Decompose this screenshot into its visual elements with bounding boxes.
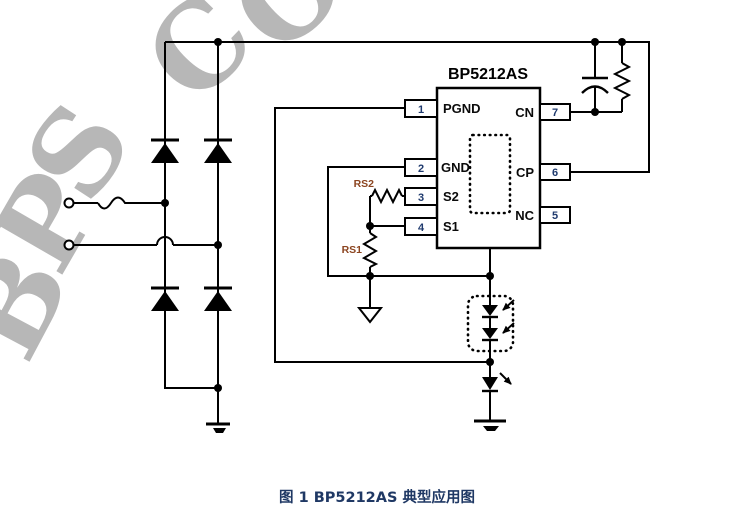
pin-5-label: NC — [515, 208, 534, 223]
wire-pgnd-loop — [274, 107, 490, 363]
pin-2: 2 GND — [404, 158, 470, 177]
pin-1-label: PGND — [443, 101, 481, 116]
pin-1: 1 PGND — [404, 99, 481, 118]
pin-4-label: S1 — [443, 219, 459, 234]
wire-gnd-loop — [327, 166, 490, 277]
pin-7-number: 7 — [552, 107, 558, 119]
wire-top-rail-to-cp — [165, 41, 650, 173]
input-terminal-1 — [63, 197, 75, 209]
pin-6-number: 6 — [552, 167, 558, 179]
pin-5: 5 NC — [515, 206, 571, 224]
bridge-rectifier — [151, 138, 232, 311]
ic-title: BP5212AS — [448, 66, 528, 83]
fuse — [97, 196, 165, 210]
wire-hop — [156, 236, 174, 246]
led-2 — [482, 322, 515, 342]
bridge-diode-bottom-right — [204, 286, 232, 311]
earth-ground-bridge-icon — [206, 422, 230, 433]
pin-5-number: 5 — [552, 210, 558, 222]
junction-dots — [161, 38, 626, 392]
led-optional-dashed-box — [466, 294, 515, 353]
rs2-label: RS2 — [354, 178, 375, 190]
ic-internal-block — [468, 133, 512, 215]
led-string — [466, 294, 515, 393]
pin-6-label: CP — [516, 165, 534, 180]
bridge-diode-top-right — [204, 138, 232, 163]
ac-input-terminals — [63, 197, 75, 251]
pin-2-label: GND — [441, 160, 470, 175]
signal-ground-icon — [356, 307, 384, 324]
pin-1-number: 1 — [418, 104, 424, 116]
wires — [73, 41, 650, 423]
led-2-arrow-icon — [502, 322, 515, 334]
pin-3-label: S2 — [443, 189, 459, 204]
capacitor — [581, 76, 609, 94]
ic-bp5212as: BP5212AS 1 PGND 2 GND 3 S2 4 S1 — [404, 66, 571, 250]
led-3 — [482, 372, 512, 393]
pin-4: 4 S1 — [404, 217, 459, 236]
grounds — [206, 307, 506, 433]
pin-2-number: 2 — [418, 163, 424, 175]
pin-4-number: 4 — [418, 222, 425, 234]
resistor-cn — [612, 62, 632, 100]
sense-resistor-network: RS2 RS1 — [342, 178, 403, 268]
rs1-label: RS1 — [342, 244, 363, 256]
pin-6: 6 CP — [516, 163, 571, 181]
pin-3-number: 3 — [418, 192, 424, 204]
led-1-arrow-icon — [502, 299, 515, 311]
pin-3: 3 S2 — [404, 187, 459, 206]
pin-7-label: CN — [515, 105, 534, 120]
bridge-diode-bottom-left — [151, 286, 179, 311]
input-terminal-2 — [63, 239, 75, 251]
led-1 — [482, 299, 515, 319]
figure-caption: 图 1 BP5212AS 典型应用图 — [279, 490, 475, 506]
circuit-diagram: RS2 RS1 BP5212AS 1 PGND 2 GND 3 S2 — [63, 38, 650, 433]
cn-filter — [581, 62, 632, 100]
wire-bridge-left-column — [164, 42, 218, 389]
resistor-rs1 — [361, 232, 379, 268]
led-3-arrow-icon — [499, 372, 512, 385]
bridge-diode-top-left — [151, 138, 179, 163]
earth-ground-led-icon — [474, 419, 506, 431]
ic-body — [435, 86, 542, 250]
pin-7: 7 CN — [515, 103, 571, 121]
resistor-rs2 — [371, 187, 403, 205]
